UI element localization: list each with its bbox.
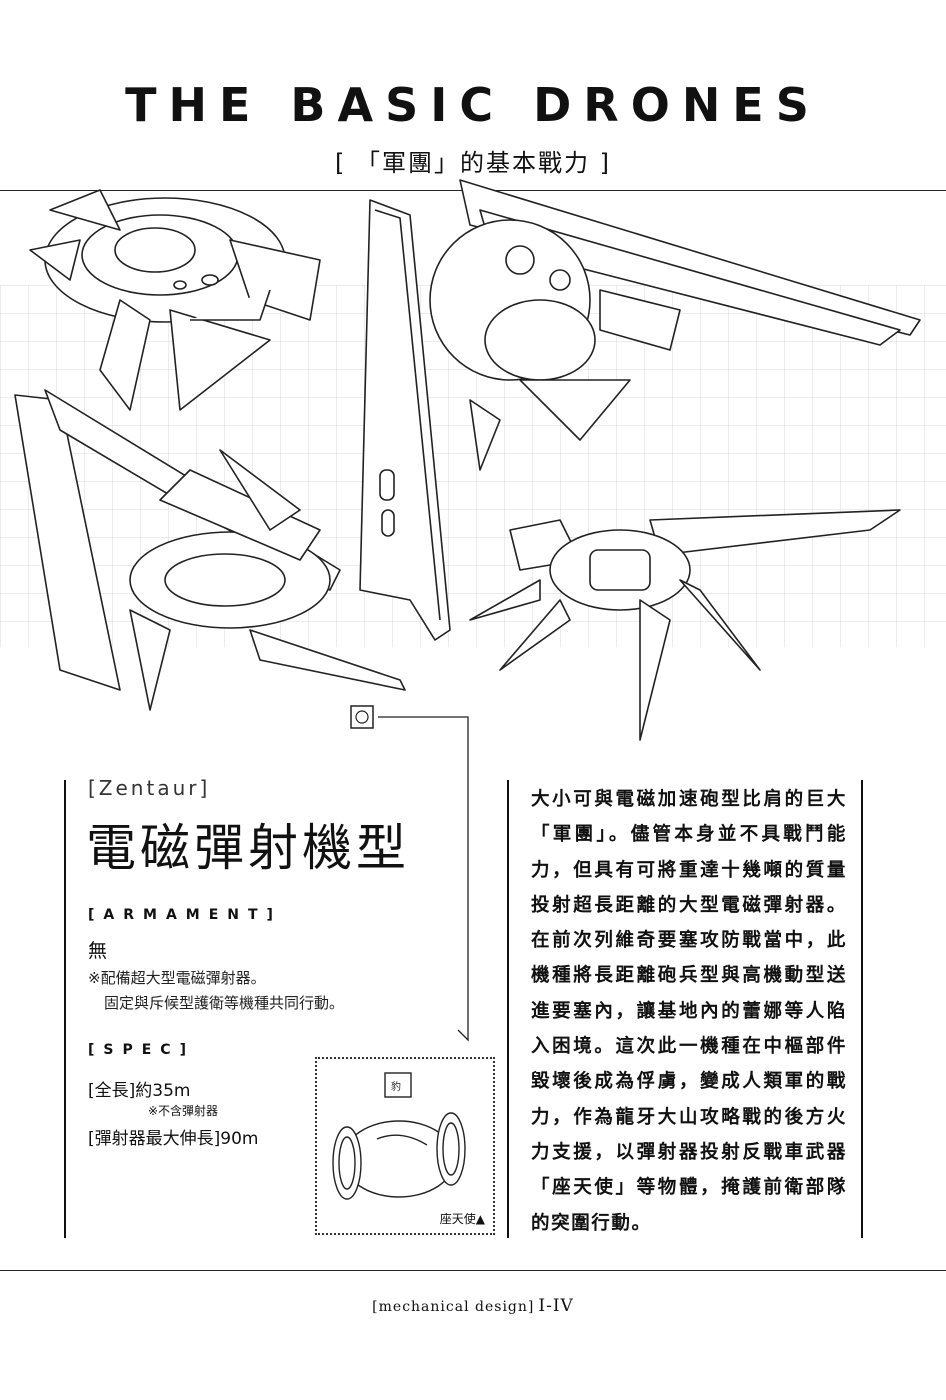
- left-column-rule: [64, 780, 66, 1238]
- inset-caption: 座天使▲: [439, 1212, 485, 1226]
- spec-length: [全長]約35m: [88, 1081, 191, 1101]
- drone-front-view: [469, 509, 901, 741]
- throne-angel-illustration: 豹: [332, 1072, 466, 1200]
- page-number: I-IV: [538, 1296, 574, 1316]
- armament-note: ※配備超大型電磁彈射器。: [88, 969, 266, 987]
- page-title: THE BASIC DRONES: [125, 78, 821, 132]
- spec-length-note: ※不含彈射器: [148, 1104, 219, 1118]
- armament-heading: [ARMAMENT]: [88, 907, 282, 923]
- inset-tag-box: [384, 1072, 412, 1098]
- spec-heading: [SPEC]: [88, 1042, 195, 1058]
- inset-tag: 豹: [391, 1080, 401, 1093]
- body-right-rule: [861, 780, 863, 1238]
- armament-note-continued: 固定與斥候型護衛等機種共同行動。: [104, 994, 345, 1012]
- drone-illustrations: [14, 179, 921, 741]
- footer-label: [mechanical design]: [372, 1299, 535, 1315]
- description-text: 大小可與電磁加速砲型比肩的巨大「軍團」。儘管本身並不具戰鬥能力，但具有可將重達十…: [531, 789, 847, 1234]
- drone-code-name: [Zentaur]: [88, 776, 211, 800]
- page-subtitle: [ 「軍團」的基本戰力 ]: [335, 149, 611, 177]
- drone-type-name: 電磁彈射機型: [86, 819, 410, 877]
- spec-launcher-length: [彈射器最大伸長]90m: [88, 1129, 259, 1149]
- drone-top-view: [29, 189, 321, 411]
- drone-side-view: [14, 389, 406, 711]
- armament-value: 無: [88, 940, 108, 962]
- drone-top-right-view: [429, 179, 921, 471]
- page-footer: [mechanical design]I-IV: [0, 1296, 946, 1316]
- inset-box: 豹 座天使▲: [315, 1057, 495, 1235]
- launcher-blade-view: [359, 199, 451, 641]
- footer-divider: [0, 1270, 946, 1271]
- body-left-rule: [507, 780, 509, 1238]
